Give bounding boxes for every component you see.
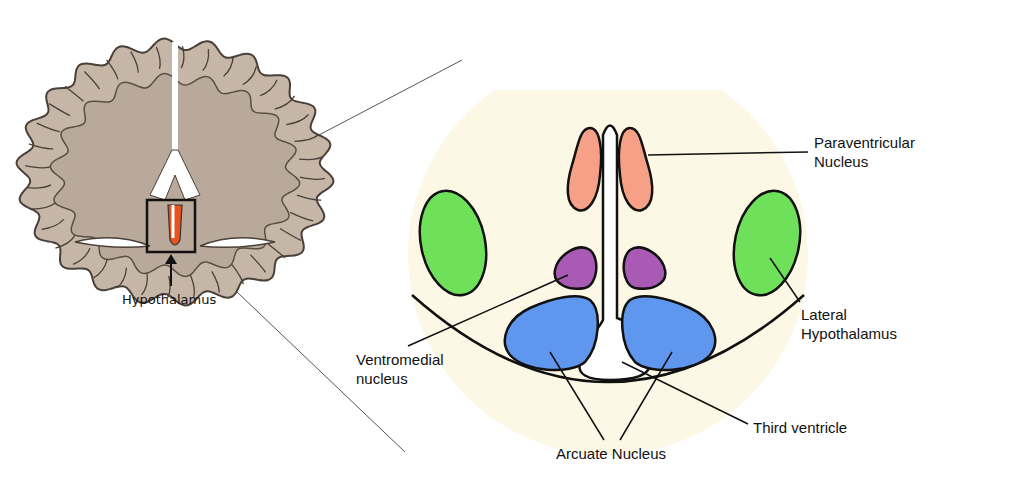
sulcus	[142, 273, 148, 294]
sulcus	[267, 243, 285, 258]
sulcus	[42, 219, 64, 229]
sulcus	[84, 72, 99, 90]
sulcus	[243, 66, 257, 84]
sulcus	[224, 56, 234, 76]
sulcus	[280, 228, 301, 240]
sulcus	[55, 235, 75, 248]
brain-outline	[17, 39, 334, 306]
arrowhead	[165, 254, 177, 264]
sulcus	[117, 268, 127, 288]
sulcus	[275, 96, 295, 109]
sulcus	[131, 52, 138, 73]
structure-label: Third ventricle	[753, 418, 847, 437]
brain-section	[17, 39, 334, 306]
ventromedial-nucleus	[624, 248, 666, 289]
sulcus	[25, 166, 50, 168]
sulcus	[299, 156, 324, 159]
arcuate-nucleus	[505, 296, 598, 370]
sulcus	[290, 212, 313, 221]
sulcus	[156, 47, 160, 69]
third-ventricle-small	[172, 205, 175, 238]
leader-line	[622, 362, 748, 424]
sulcus	[26, 185, 51, 188]
hypothalamus-inset	[408, 55, 809, 455]
sulcus	[37, 123, 60, 132]
pointer-arrow	[170, 262, 172, 286]
sulcus	[29, 144, 53, 149]
sulcus	[73, 248, 90, 264]
ventromedial-nucleus	[555, 248, 597, 289]
sulcus	[294, 135, 318, 141]
lateral-sulcus	[75, 238, 150, 248]
structure-label: Hypothalamus	[122, 290, 216, 309]
sulcus	[65, 86, 83, 101]
sulcus	[32, 203, 56, 209]
sulcus	[94, 259, 108, 277]
paraventricular-nucleus	[568, 128, 601, 210]
midline-fissure	[172, 42, 178, 150]
sulcus	[107, 60, 118, 80]
lateral-hypothalamus	[725, 185, 810, 302]
lateral-sulcus	[200, 238, 275, 248]
paraventricular-nucleus	[619, 128, 652, 210]
sulcus	[286, 115, 308, 125]
sulcus	[300, 177, 325, 179]
leader-line	[770, 258, 800, 302]
sulcus	[212, 271, 219, 292]
sulcus	[260, 80, 277, 96]
lateral-hypothalamus	[411, 185, 496, 302]
zoom-box	[147, 200, 195, 252]
sulcus	[203, 49, 209, 70]
lateral-ventricle	[150, 150, 200, 200]
sulcus	[297, 195, 321, 200]
sulcus	[49, 104, 70, 116]
structure-label: Ventromedial nucleus	[356, 350, 460, 388]
structure-label: Paraventricular Nucleus	[814, 133, 936, 171]
structure-label: Arcuate Nucleus	[556, 444, 666, 463]
leader-line	[408, 275, 568, 346]
leader-line	[550, 352, 604, 440]
hypothalamus-region	[168, 205, 182, 245]
sulcus	[232, 265, 243, 285]
sulcus	[250, 255, 265, 273]
leader-line	[648, 152, 808, 155]
sulcus	[181, 46, 184, 68]
structure-label: Lateral Hypothalamus	[801, 305, 913, 343]
